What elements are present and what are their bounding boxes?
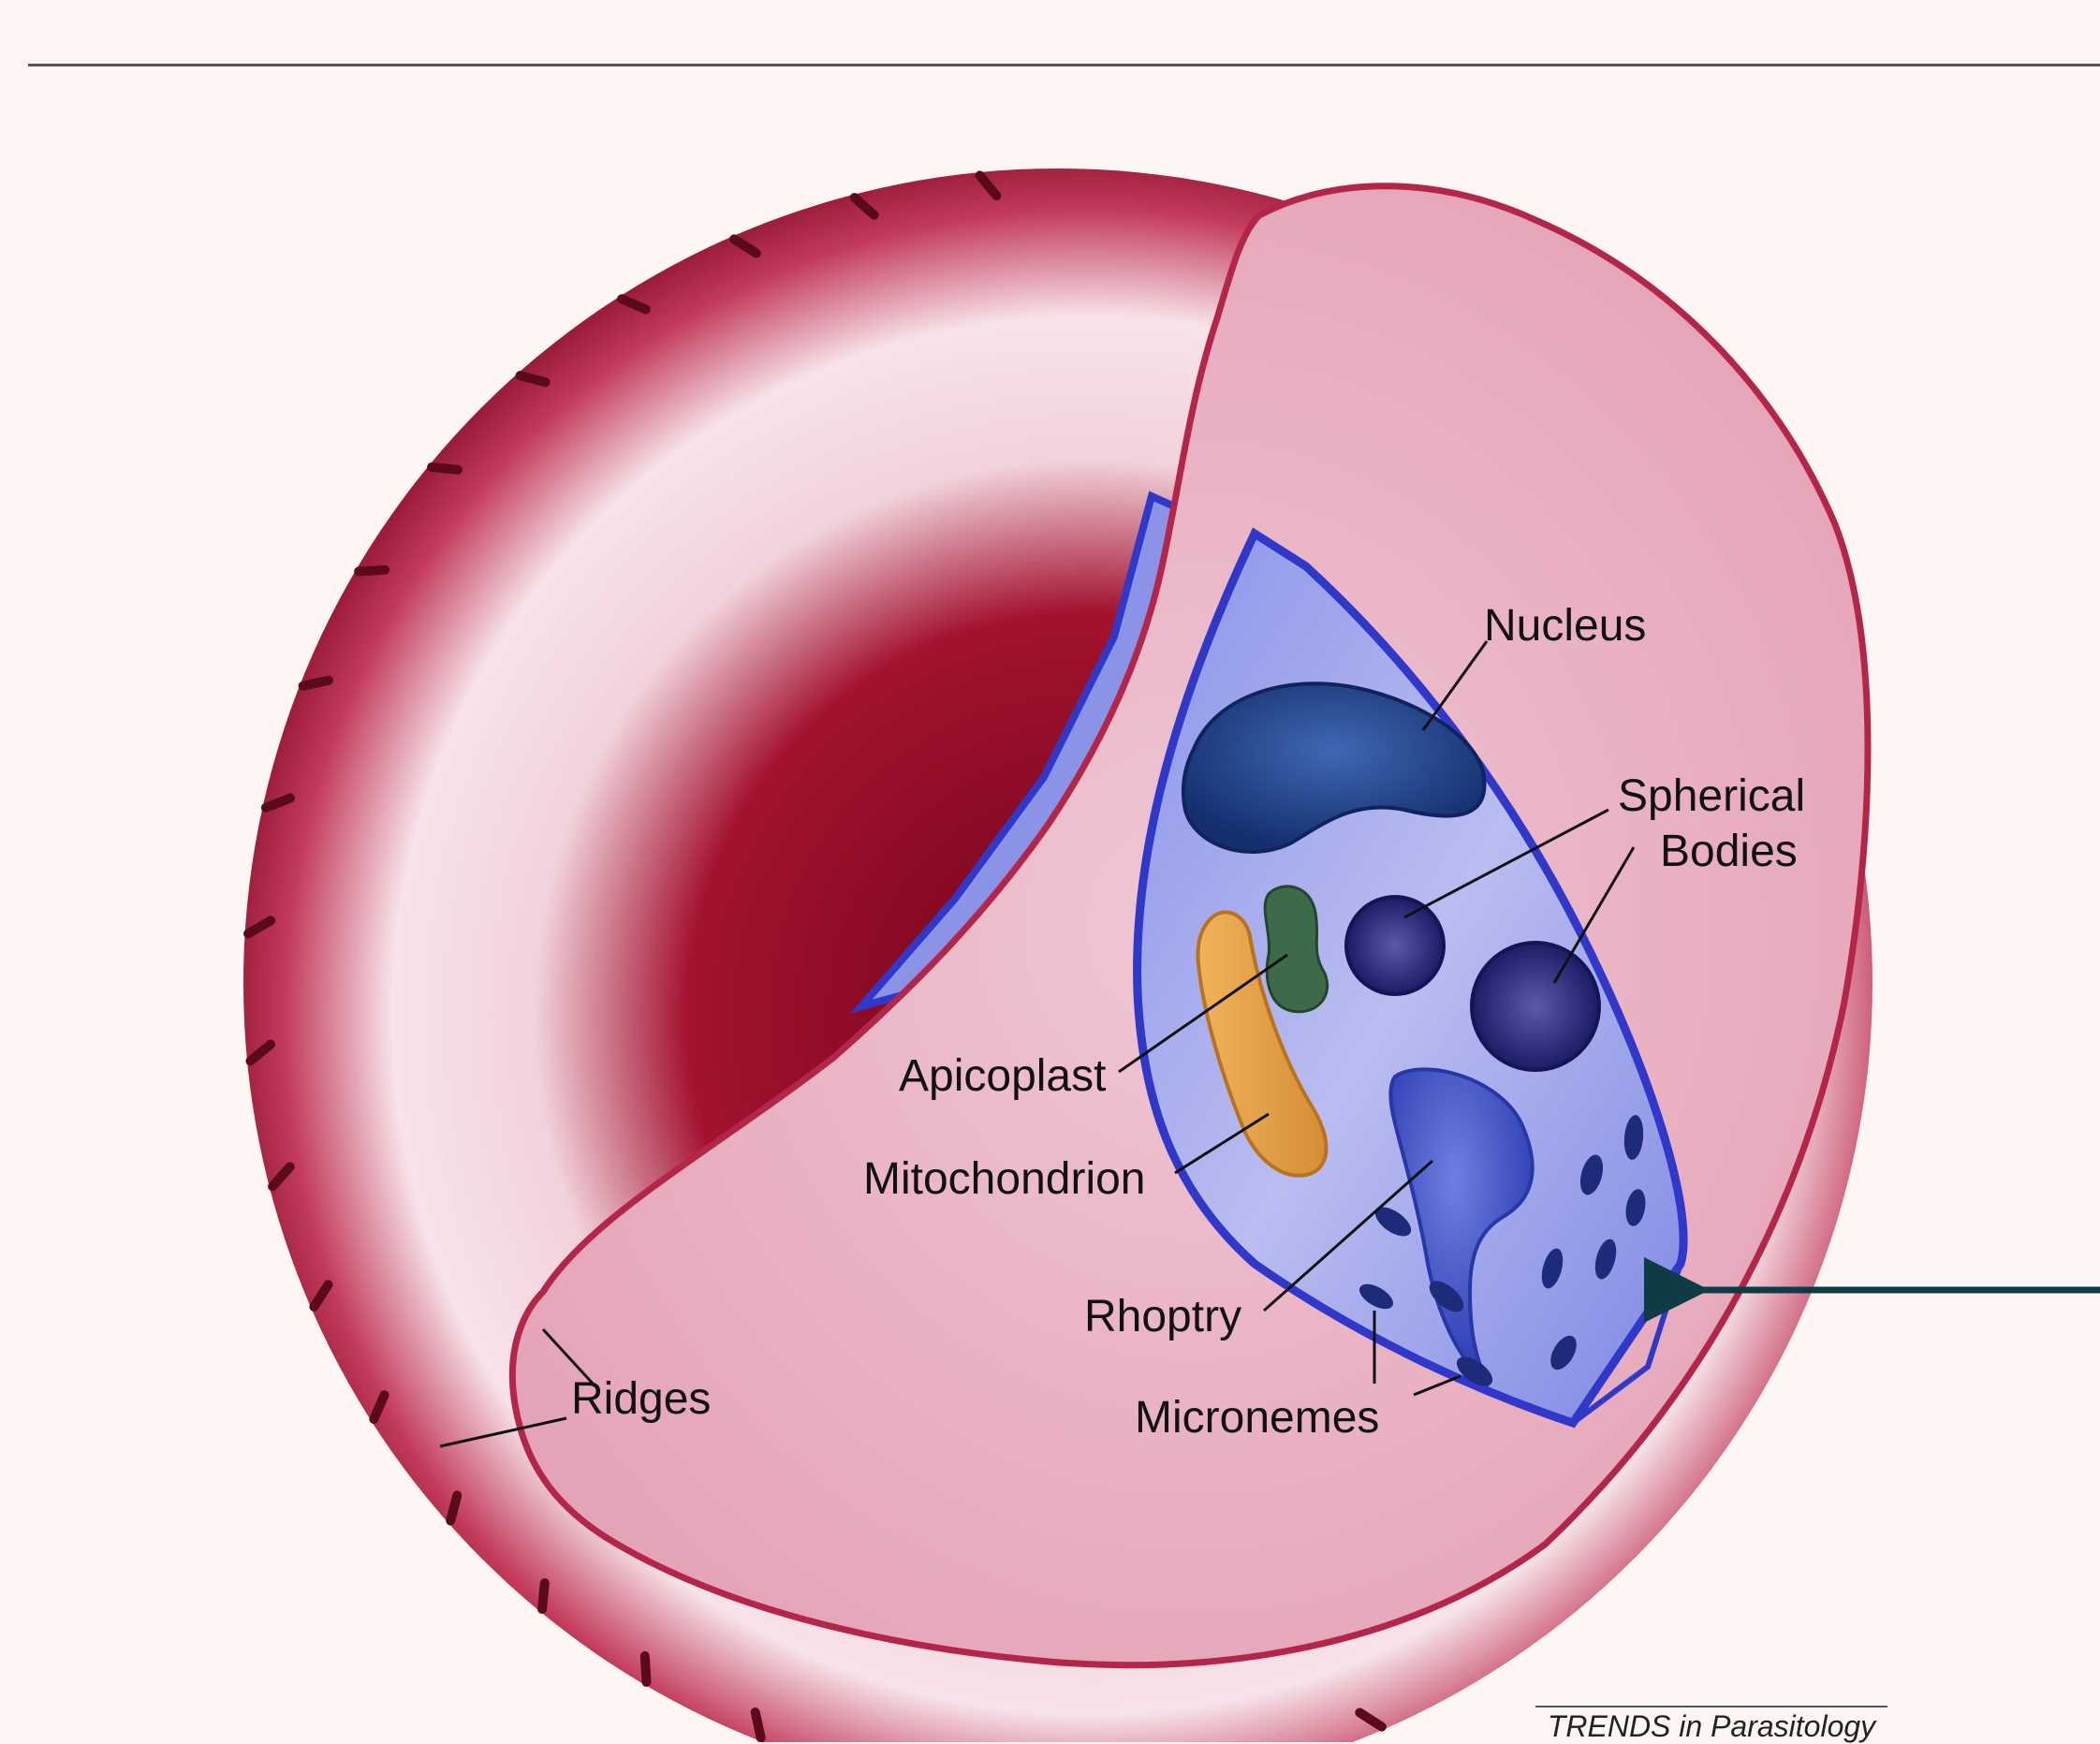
spherical-body-1 — [1346, 897, 1444, 994]
label-mitochondrion: Mitochondrion — [863, 1154, 1146, 1204]
label-ridges: Ridges — [571, 1374, 711, 1424]
label-rhoptry: Rhoptry — [1084, 1292, 1241, 1341]
credit-rule — [1535, 1706, 1887, 1707]
label-micronemes: Micronemes — [1135, 1393, 1379, 1443]
label-apicoplast: Apicoplast — [899, 1051, 1106, 1101]
credit-text: TRENDS in Parasitology — [1535, 1709, 1887, 1744]
label-bodies: Bodies — [1660, 827, 1798, 876]
label-spherical: Spherical — [1618, 771, 1805, 821]
spherical-body-2 — [1472, 943, 1599, 1070]
label-nucleus: Nucleus — [1484, 601, 1646, 651]
